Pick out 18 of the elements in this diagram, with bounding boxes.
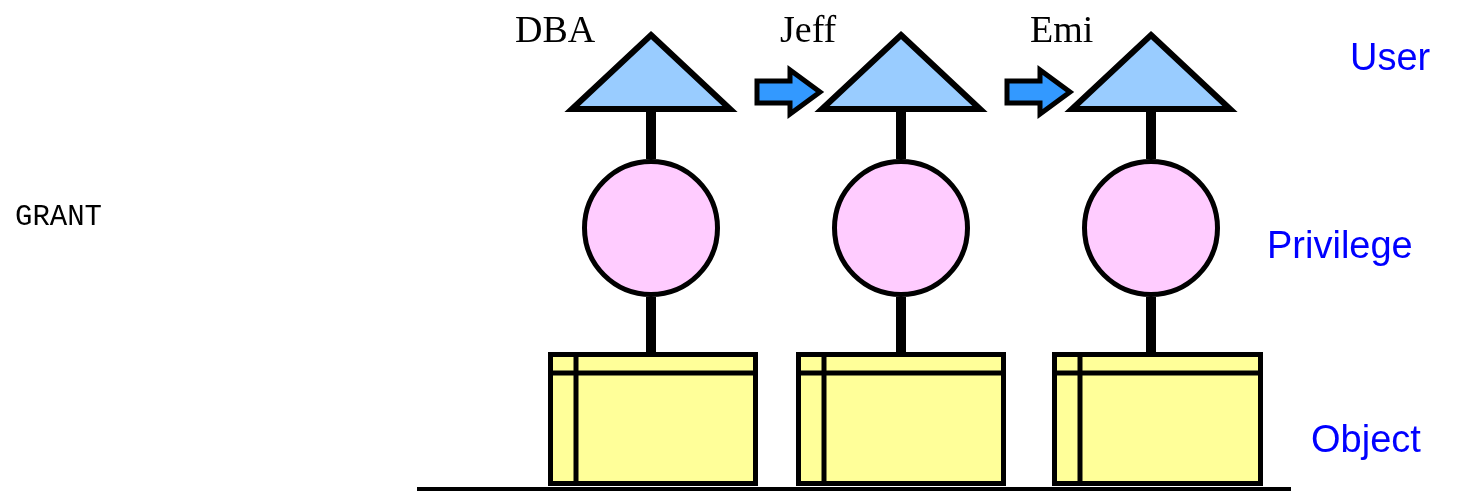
user-name: Jeff — [780, 10, 837, 48]
layer-label: Object — [1311, 420, 1421, 458]
object-table — [796, 352, 1006, 486]
user-name: DBA — [515, 10, 596, 48]
connector-line — [646, 112, 656, 159]
connector-line — [896, 112, 906, 159]
connector-line — [896, 297, 906, 352]
layer-label: Privilege — [1267, 226, 1413, 264]
layer-label: User — [1350, 38, 1431, 76]
connector-line — [646, 297, 656, 352]
object-table — [1052, 352, 1263, 486]
connector-line — [1146, 297, 1156, 352]
object-table — [548, 352, 758, 486]
user-name: Emi — [1030, 10, 1094, 48]
command-label: GRANT — [15, 203, 102, 232]
connector-line — [1146, 112, 1156, 159]
block-arrow — [754, 65, 825, 119]
block-arrow — [1004, 65, 1075, 119]
